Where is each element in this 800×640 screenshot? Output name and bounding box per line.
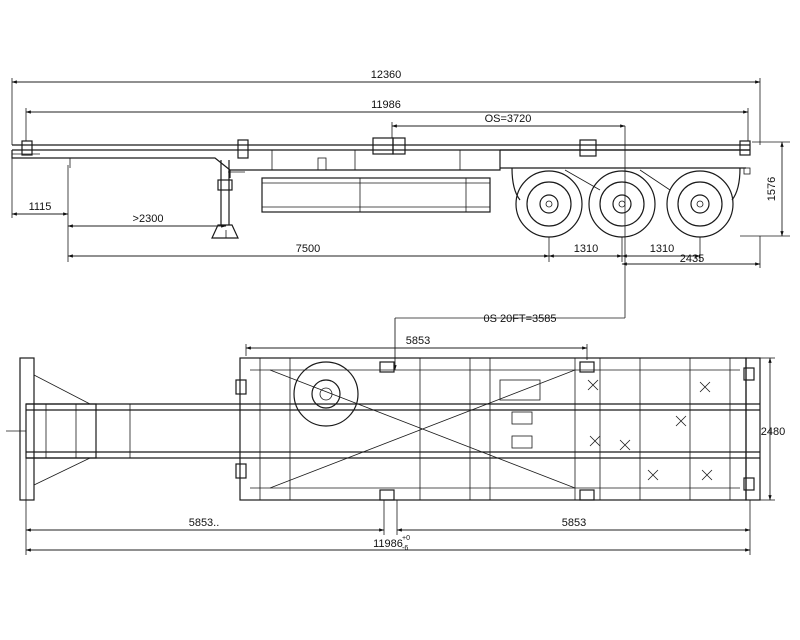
- dim-bottom-left: 5853..: [189, 517, 220, 529]
- dim-height: 1576: [766, 177, 778, 201]
- dim-axle-spacing-1: 1310: [574, 243, 598, 255]
- dim-front-overhang: 1115: [29, 201, 52, 213]
- plan-dimensions: 5853 2480 5853.. 5853 11986 +0 -6: [25, 335, 785, 555]
- side-dimensions: 12360 11986 OS=3720 1576 1115 >2300 7500…: [11, 69, 790, 371]
- wheel-2: [588, 170, 656, 238]
- dim-tol-upper: +0: [402, 535, 410, 542]
- wheel-1: [515, 170, 583, 238]
- plan-view: [6, 357, 761, 501]
- dim-deck-length: 11986: [371, 99, 401, 111]
- dim-landing-gear: >2300: [133, 213, 164, 225]
- dim-tol-lower: -6: [402, 545, 408, 552]
- dim-width: 2480: [761, 426, 785, 438]
- wheel-3: [666, 170, 734, 238]
- dim-overall-length: 12360: [371, 69, 402, 81]
- dim-axle-spacing-2: 1310: [650, 243, 674, 255]
- dim-rear-overhang: 2435: [680, 253, 704, 265]
- axle-hatches: [587, 379, 713, 481]
- dim-bottom-right: 5853: [562, 517, 586, 529]
- dim-os-20ft: 0S 20FT=3585: [483, 313, 556, 325]
- dim-bottom-total: 11986: [373, 538, 403, 550]
- dim-os-40ft: OS=3720: [485, 113, 532, 125]
- dim-top-half: 5853: [406, 335, 430, 347]
- side-view: [11, 137, 751, 239]
- dim-kingpin-axle: 7500: [296, 243, 320, 255]
